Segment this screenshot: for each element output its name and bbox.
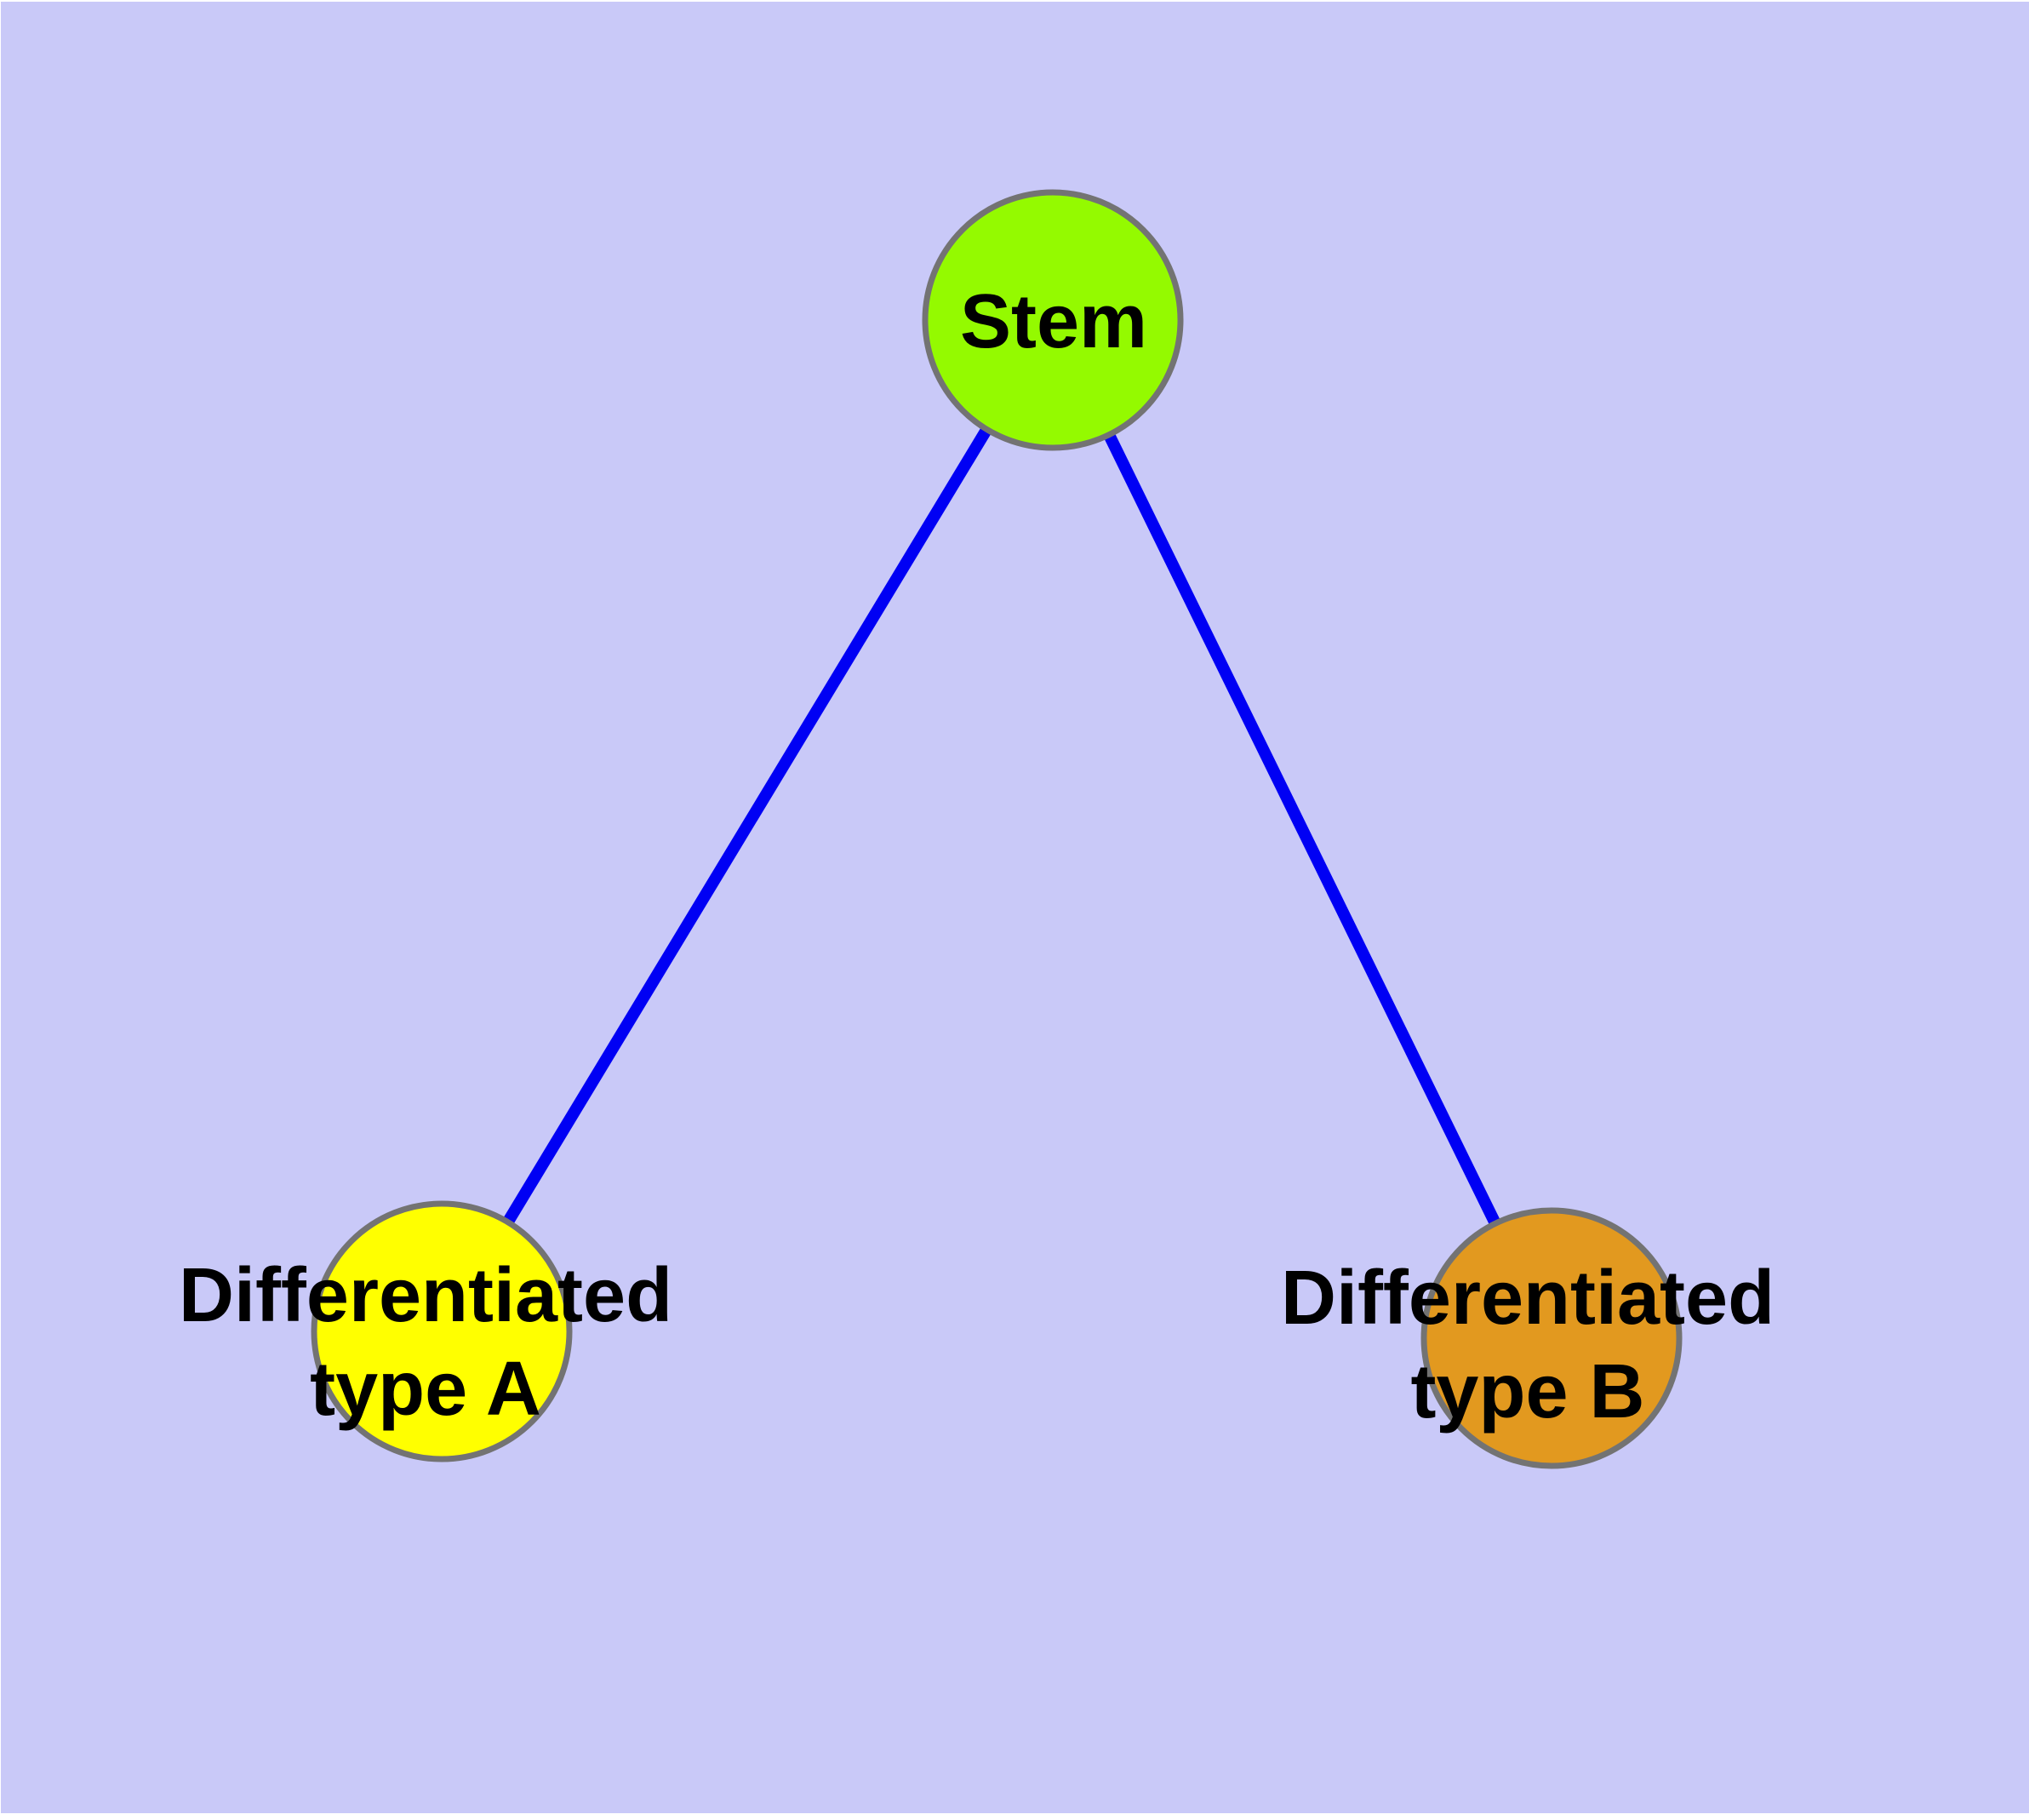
node-label-differentiated-type-b: Differentiated type B: [1280, 1256, 1775, 1434]
node-label-stem: Stem: [959, 279, 1148, 364]
node-type-b-circle: [1420, 1207, 1683, 1469]
node-stem-circle: [922, 189, 1184, 451]
node-type-a-circle: [311, 1200, 573, 1462]
edge-stem-to-type-b: [1047, 317, 1557, 1342]
node-label-differentiated-type-a: Differentiated type A: [178, 1253, 673, 1432]
edge-stem-to-type-a: [437, 317, 1058, 1335]
